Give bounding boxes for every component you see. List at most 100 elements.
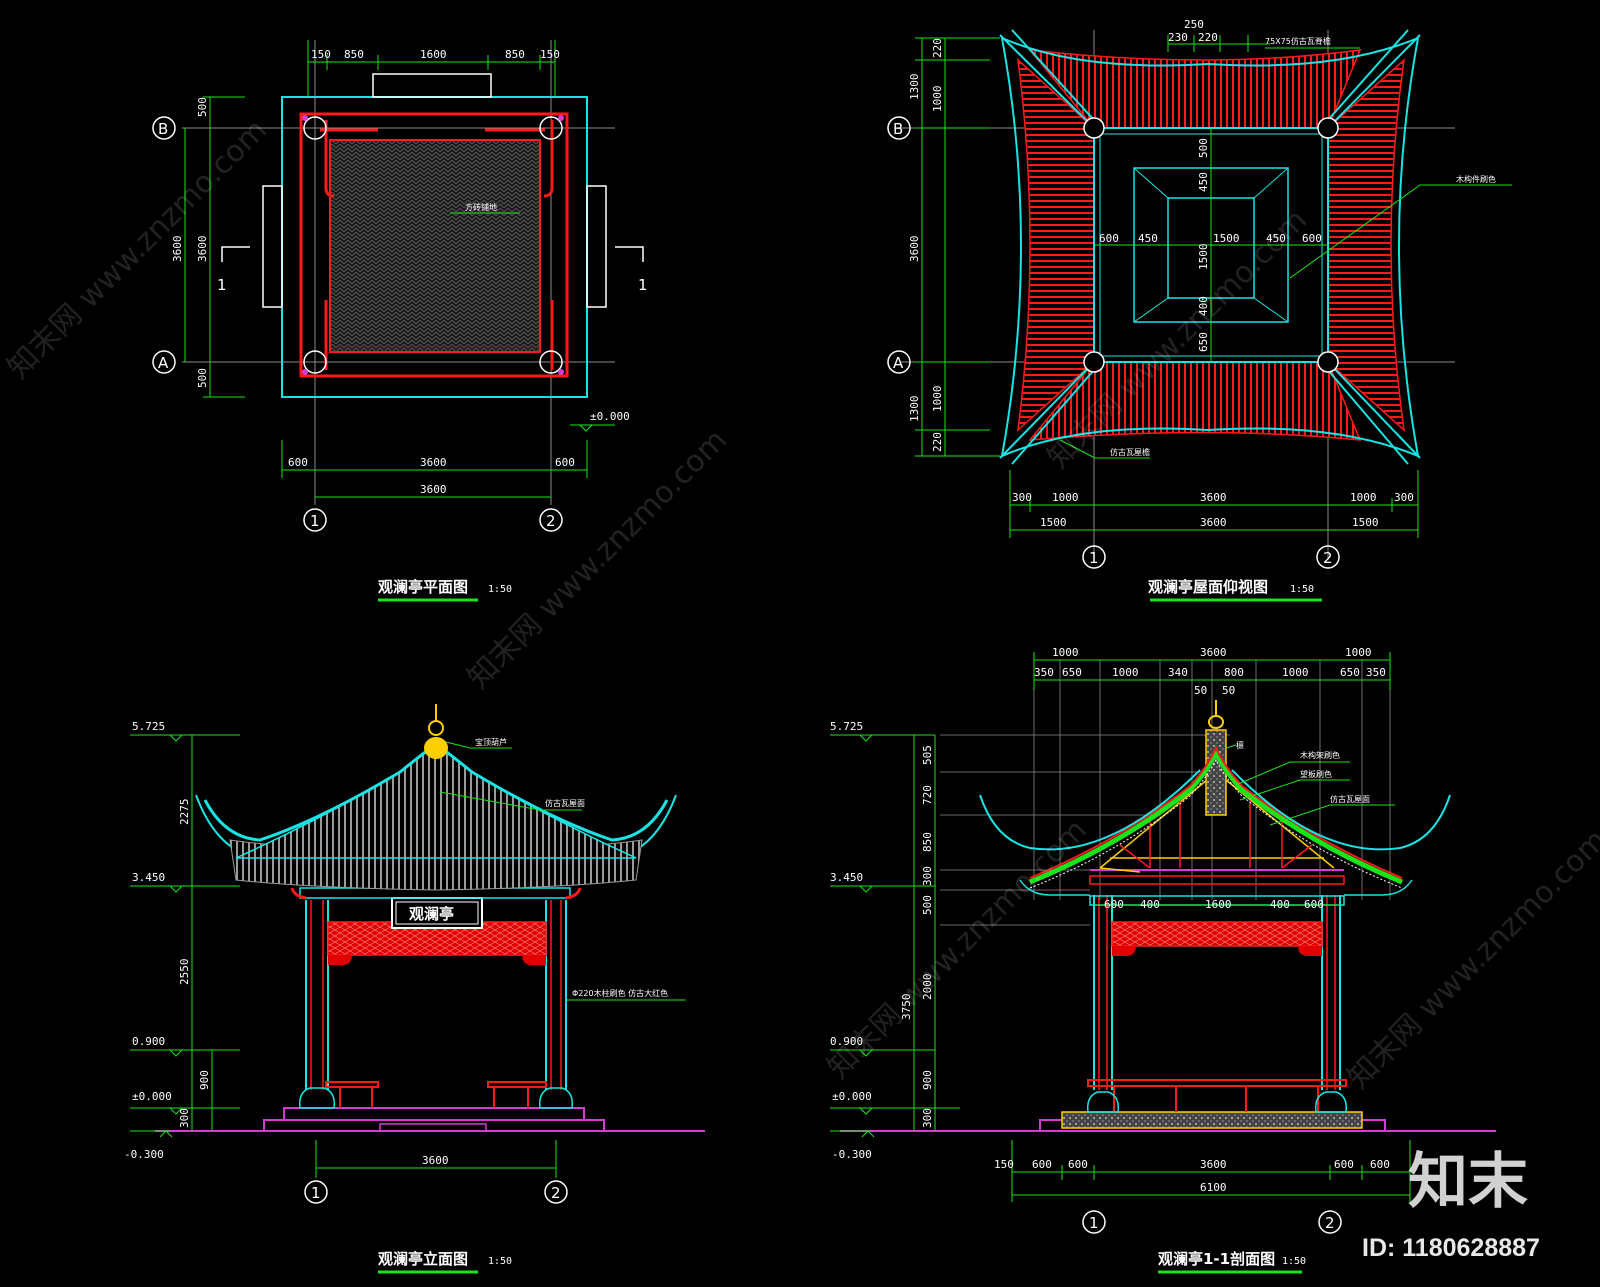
- plan-bottom-dim-3: 600: [555, 456, 575, 469]
- plan-top-dim-5: 150: [540, 48, 560, 61]
- sec-inner-2: 400: [1140, 898, 1160, 911]
- sec-left-dim-2: 720: [921, 785, 934, 805]
- elevation-title: 观澜亭立面图: [378, 1250, 468, 1268]
- roof-inner-v-2: 450: [1197, 172, 1210, 192]
- elev-level-4: ±0.000: [132, 1090, 172, 1103]
- elev-left-dim-2: 2550: [178, 959, 191, 986]
- roof-left-dim-2: 220: [931, 38, 944, 58]
- sec-left-dim-8: 300: [921, 1108, 934, 1128]
- plan-axis-a: A: [158, 354, 169, 372]
- elevation-view: 观澜亭 5.725: [124, 704, 705, 1274]
- sec-top-row2-5: 800: [1224, 666, 1244, 679]
- elev-bottom-dim: 3600: [422, 1154, 449, 1167]
- sec-top-row2-6: 1000: [1282, 666, 1309, 679]
- sec-top-row1-2: 3600: [1200, 646, 1227, 659]
- elev-level-5: -0.300: [124, 1148, 164, 1161]
- sec-axis-1: 1: [1089, 1214, 1099, 1232]
- sec-top-small-1: 50: [1194, 684, 1207, 697]
- plan-axis-b: B: [158, 120, 168, 138]
- roof-title: 观澜亭屋面仰视图: [1148, 578, 1268, 596]
- sec-level-2: 3.450: [830, 871, 863, 884]
- watermark-4: 知末网 www.znzmo.com: [821, 813, 1094, 1086]
- elev-note-finial: 宝顶葫芦: [475, 737, 507, 747]
- sec-note-1: 木构架刷色: [1300, 750, 1340, 760]
- roof-left-dim-1: 1300: [908, 74, 921, 101]
- roof-top-dim-1: 250: [1184, 18, 1204, 31]
- sec-level-1: 5.725: [830, 720, 863, 733]
- roof-inner-h-2: 450: [1138, 232, 1158, 245]
- sec-left-dim-4: 300: [921, 866, 934, 886]
- plan-top-dim-3: 1600: [420, 48, 447, 61]
- sec-left-dim-3: 850: [921, 832, 934, 852]
- plan-axis-2: 2: [546, 512, 556, 530]
- roof-inner-v-3: 1500: [1197, 244, 1210, 271]
- roof-axis-b: B: [893, 120, 903, 138]
- sec-left-dim-1: 505: [921, 745, 934, 765]
- plan-left-dim-2: 3600: [196, 236, 209, 263]
- roof-inner-v-5: 650: [1197, 332, 1210, 352]
- brand-id: ID: 1180628887: [1362, 1234, 1540, 1262]
- sec-left-dim-5: 500: [921, 895, 934, 915]
- sec-note-3: 仿古瓦屋面: [1330, 794, 1370, 804]
- roof-axis-1: 1: [1089, 549, 1099, 567]
- plan-level: ±0.000: [590, 410, 630, 423]
- sec-inner-3: 1600: [1205, 898, 1232, 911]
- brand-logo: 知末: [1408, 1147, 1528, 1217]
- plan-left-dim-1: 500: [196, 97, 209, 117]
- elev-left-dim-3: 900: [198, 1070, 211, 1090]
- roof-inner-h-1: 600: [1099, 232, 1119, 245]
- plan-scale: 1:50: [488, 584, 512, 595]
- roof-top-dim-3: 220: [1198, 31, 1218, 44]
- sec-top-row2-7: 650: [1340, 666, 1360, 679]
- watermark-1: 知末网 www.znzmo.com: [1, 113, 274, 386]
- sec-inner-1: 600: [1104, 898, 1124, 911]
- roof-inner-h-4: 450: [1266, 232, 1286, 245]
- sec-level-3: 0.900: [830, 1035, 863, 1048]
- roof-note-bottom: 仿古瓦屋檐: [1110, 447, 1150, 457]
- elev-note-column: Φ220木柱刷色 仿古大红色: [572, 988, 668, 998]
- roof-bottom-dim-4: 1000: [1350, 491, 1377, 504]
- roof-top-note: 75X75仿古瓦脊檐: [1265, 36, 1331, 46]
- sec-axis-2: 2: [1325, 1214, 1335, 1232]
- elevation-scale: 1:50: [488, 1256, 512, 1267]
- sec-inner-4: 400: [1270, 898, 1290, 911]
- sec-top-row1-3: 1000: [1345, 646, 1372, 659]
- plan-axis-1: 1: [310, 512, 320, 530]
- sec-note-4: 檩: [1236, 740, 1244, 750]
- roof-bottom-dim-1: 300: [1012, 491, 1032, 504]
- sec-bottom-dim-5: 600: [1334, 1158, 1354, 1171]
- elev-level-3: 0.900: [132, 1035, 165, 1048]
- roof-inner-v-1: 500: [1197, 138, 1210, 158]
- sec-top-row1-1: 1000: [1052, 646, 1079, 659]
- sec-bottom-dim-1: 150: [994, 1158, 1014, 1171]
- plan-title: 观澜亭平面图: [378, 578, 468, 596]
- roof-axis-2: 2: [1323, 549, 1333, 567]
- plan-bottom-dim-2: 3600: [420, 456, 447, 469]
- roof-left-dim-6: 220: [931, 432, 944, 452]
- watermark-2: 知末网 www.znzmo.com: [461, 423, 734, 696]
- section-title: 观澜亭1-1剖面图: [1158, 1250, 1275, 1268]
- roof-bottom-total-1: 1500: [1040, 516, 1067, 529]
- roof-left-dim-7: 1300: [908, 396, 921, 423]
- roof-view: 600 450 1500 450 600 500 450 1500 400 65…: [887, 18, 1512, 602]
- sec-top-row2-1: 350: [1034, 666, 1054, 679]
- sec-left-total: 3750: [900, 994, 913, 1021]
- section-view: 5.725 3.450 0.900 ±0.000 -0.300 505 720 …: [830, 646, 1496, 1274]
- roof-scale: 1:50: [1290, 584, 1314, 595]
- plan-left-dim-3: 500: [196, 368, 209, 388]
- elev-left-dim-1: 2275: [178, 799, 191, 826]
- plan-left-total: 3600: [171, 236, 184, 263]
- elev-level-1: 5.725: [132, 720, 165, 733]
- plan-bottom-total: 3600: [420, 483, 447, 496]
- elev-level-2: 3.450: [132, 871, 165, 884]
- roof-left-dim-3: 1000: [931, 86, 944, 113]
- elev-axis-2: 2: [551, 1184, 561, 1202]
- sec-level-4: ±0.000: [832, 1090, 872, 1103]
- sec-bottom-total: 6100: [1200, 1181, 1227, 1194]
- roof-inner-v-4: 400: [1197, 296, 1210, 316]
- section-mark-left: 1: [217, 276, 227, 294]
- roof-bottom-dim-3: 3600: [1200, 491, 1227, 504]
- sec-top-small-2: 50: [1222, 684, 1235, 697]
- sec-left-dim-7: 900: [921, 1070, 934, 1090]
